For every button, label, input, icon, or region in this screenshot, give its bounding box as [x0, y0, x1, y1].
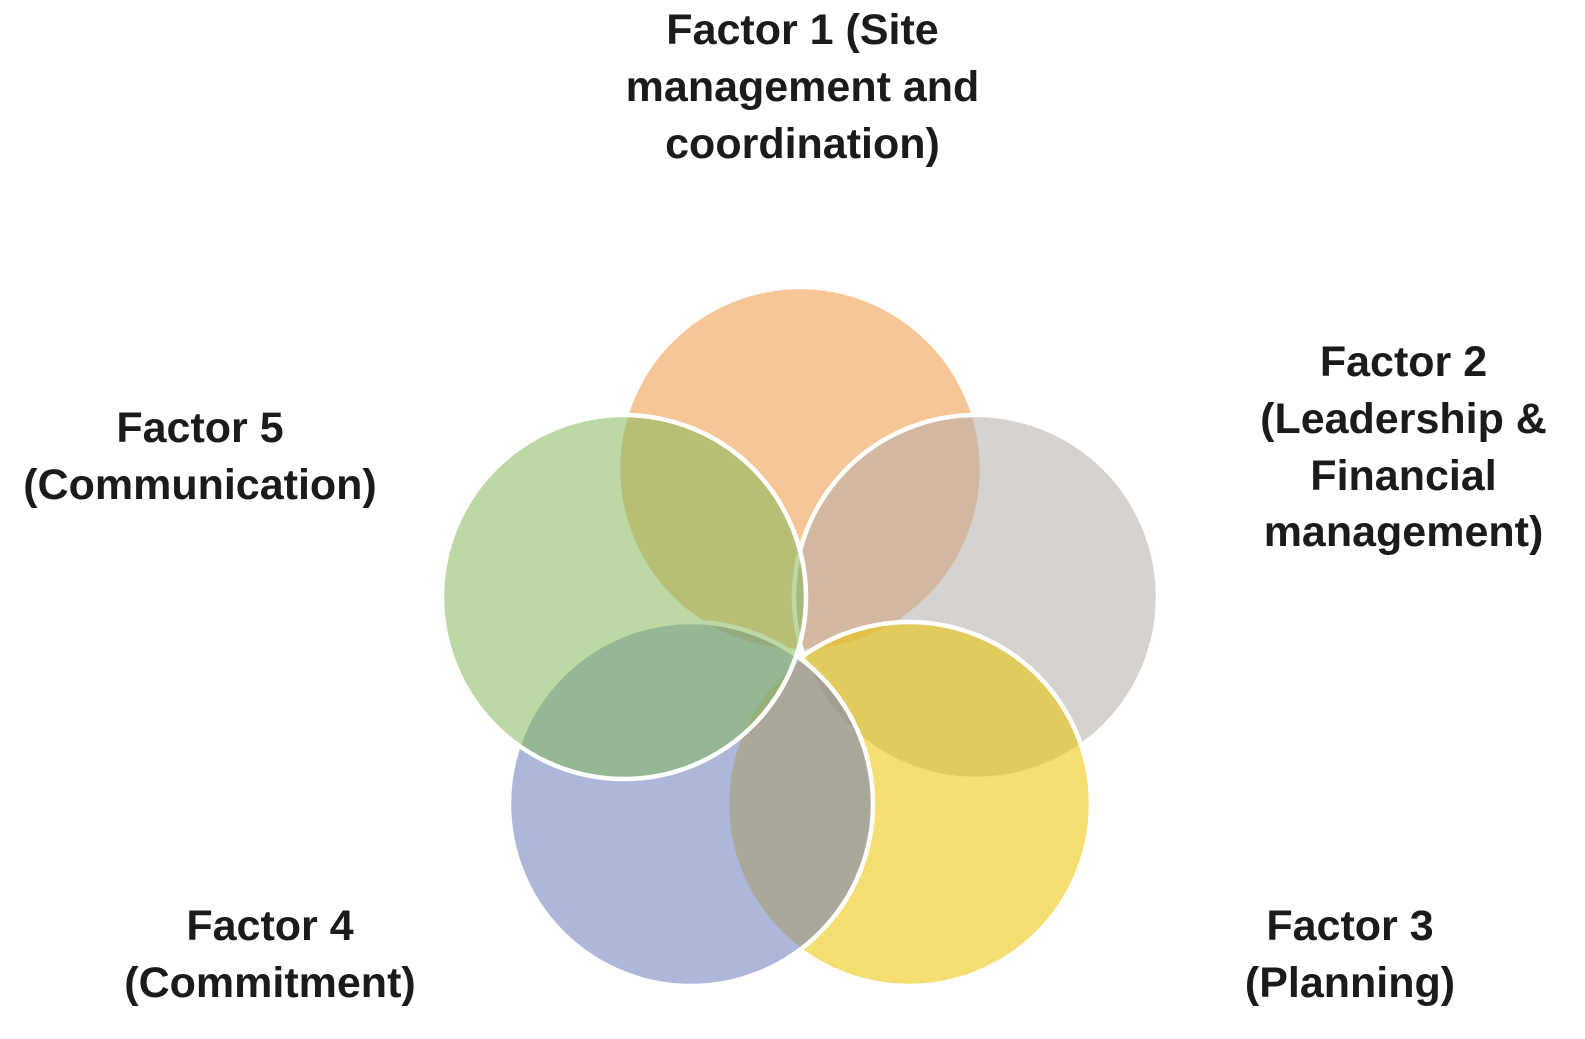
- label-factor-1: Factor 1 (Site management and coordinati…: [625, 6, 980, 168]
- label-factor-4: Factor 4 (Commitment): [124, 902, 416, 1007]
- label-factor-5: Factor 5 (Communication): [23, 404, 377, 509]
- venn-circle-factor-5: [439, 412, 809, 782]
- label-factor-2: Factor 2 (Leadership & Financial managem…: [1260, 338, 1547, 557]
- label-factor-3: Factor 3 (Planning): [1244, 902, 1456, 1007]
